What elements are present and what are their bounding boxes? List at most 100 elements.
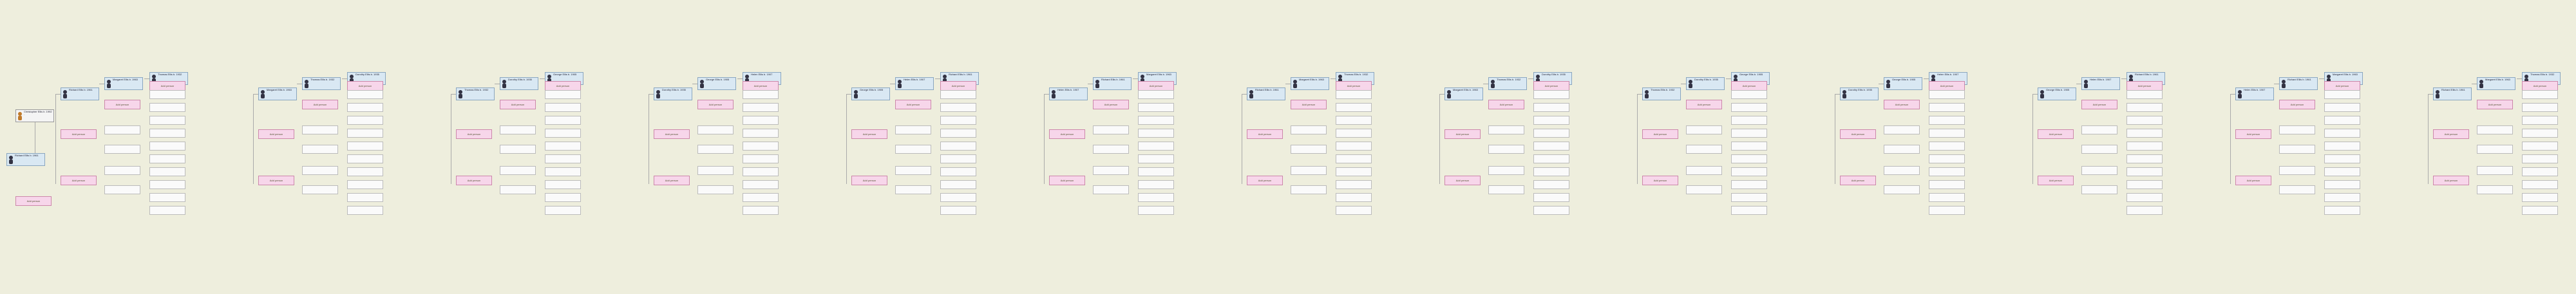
add-person-button[interactable]: Add person — [1642, 176, 1678, 185]
person-card[interactable]: Dorothy Ellis b. 1935 — [654, 87, 692, 100]
person-card[interactable]: George Ellis b. 1905 — [697, 77, 736, 90]
root-person-card[interactable]: Christopher Ellis b. 1992 · — [15, 109, 54, 122]
person-card[interactable]: Margaret Ellis b. 1963 — [2477, 77, 2515, 90]
empty-slot[interactable] — [545, 180, 581, 189]
person-card[interactable]: Richard Ellis b. 1961 — [2279, 77, 2318, 90]
add-person-button[interactable]: Add person — [500, 100, 536, 109]
empty-slot[interactable] — [1533, 167, 1569, 176]
add-person-button[interactable]: Add person — [2038, 129, 2074, 139]
empty-slot[interactable] — [2324, 103, 2360, 112]
empty-slot[interactable] — [302, 185, 338, 194]
empty-slot[interactable] — [149, 103, 185, 112]
add-person-button[interactable]: Add person — [2433, 129, 2469, 139]
add-person-button[interactable]: Add person — [1488, 100, 1524, 109]
empty-slot[interactable] — [1336, 167, 1372, 176]
empty-slot[interactable] — [1138, 103, 1174, 112]
empty-slot[interactable] — [1138, 154, 1174, 163]
empty-slot[interactable] — [1929, 167, 1965, 176]
empty-slot[interactable] — [1291, 166, 1327, 175]
empty-slot[interactable] — [500, 145, 536, 154]
empty-slot[interactable] — [697, 125, 734, 134]
person-card[interactable]: Helen Ellis b. 1907 — [2235, 87, 2274, 100]
empty-slot[interactable] — [347, 193, 383, 202]
person-card[interactable]: Margaret Ellis b. 1963 — [1291, 77, 1329, 90]
empty-slot[interactable] — [1731, 116, 1767, 125]
empty-slot[interactable] — [697, 185, 734, 194]
empty-slot[interactable] — [1929, 103, 1965, 112]
add-person-button[interactable]: Add person — [654, 176, 690, 185]
empty-slot[interactable] — [895, 125, 931, 134]
empty-slot[interactable] — [1488, 125, 1524, 134]
empty-slot[interactable] — [347, 180, 383, 189]
empty-slot[interactable] — [940, 142, 976, 151]
empty-slot[interactable] — [1929, 116, 1965, 125]
empty-slot[interactable] — [545, 129, 581, 138]
person-card[interactable]: Richard Ellis b. 1961 — [1093, 77, 1132, 90]
empty-slot[interactable] — [149, 142, 185, 151]
empty-slot[interactable] — [2324, 142, 2360, 151]
add-person-button[interactable]: Add person — [1444, 129, 1481, 139]
empty-slot[interactable] — [1533, 193, 1569, 202]
empty-slot[interactable] — [2126, 154, 2163, 163]
empty-slot[interactable] — [1884, 145, 1920, 154]
empty-slot[interactable] — [2126, 142, 2163, 151]
empty-slot[interactable] — [500, 185, 536, 194]
empty-slot[interactable] — [545, 206, 581, 215]
empty-slot[interactable] — [500, 125, 536, 134]
empty-slot[interactable] — [1533, 90, 1569, 99]
empty-slot[interactable] — [545, 167, 581, 176]
add-person-button[interactable]: Add person — [1093, 100, 1129, 109]
empty-slot[interactable] — [2522, 180, 2558, 189]
add-person-button[interactable]: Add person — [2038, 176, 2074, 185]
empty-slot[interactable] — [347, 103, 383, 112]
empty-slot[interactable] — [2126, 116, 2163, 125]
empty-slot[interactable] — [149, 129, 185, 138]
add-person-button[interactable]: Add person — [61, 176, 97, 185]
person-card[interactable]: George Ellis b. 1905 — [851, 87, 890, 100]
empty-slot[interactable] — [1336, 193, 1372, 202]
empty-slot[interactable] — [940, 116, 976, 125]
add-person-button[interactable]: Add person — [456, 129, 492, 139]
empty-slot[interactable] — [545, 116, 581, 125]
add-person-button[interactable]: Add person — [1929, 81, 1965, 91]
add-person-button[interactable]: Add person — [851, 176, 887, 185]
add-person-button[interactable]: Add person — [1884, 100, 1920, 109]
person-card[interactable]: Thomas Ellis b. 1932 — [302, 77, 341, 90]
empty-slot[interactable] — [940, 129, 976, 138]
empty-slot[interactable] — [1138, 142, 1174, 151]
empty-slot[interactable] — [104, 166, 140, 175]
person-card[interactable]: Helen Ellis b. 1907 — [2081, 77, 2120, 90]
empty-slot[interactable] — [2522, 129, 2558, 138]
empty-slot[interactable] — [1929, 90, 1965, 99]
empty-slot[interactable] — [545, 90, 581, 99]
add-person-button[interactable]: Add person — [1049, 176, 1085, 185]
add-person-button[interactable]: Add person — [743, 81, 779, 91]
empty-slot[interactable] — [149, 193, 185, 202]
empty-slot[interactable] — [2477, 185, 2513, 194]
empty-slot[interactable] — [1884, 125, 1920, 134]
add-person-button[interactable]: Add person — [895, 100, 931, 109]
person-card[interactable]: Richard Ellis b. 1961 — [61, 87, 99, 100]
empty-slot[interactable] — [2522, 103, 2558, 112]
empty-slot[interactable] — [1884, 166, 1920, 175]
empty-slot[interactable] — [1533, 103, 1569, 112]
empty-slot[interactable] — [2477, 166, 2513, 175]
empty-slot[interactable] — [895, 145, 931, 154]
empty-slot[interactable] — [545, 193, 581, 202]
empty-slot[interactable] — [1686, 185, 1722, 194]
empty-slot[interactable] — [940, 193, 976, 202]
add-person-button[interactable]: Add person — [940, 81, 976, 91]
empty-slot[interactable] — [1093, 125, 1129, 134]
empty-slot[interactable] — [743, 193, 779, 202]
add-person-button[interactable]: Add person — [1138, 81, 1174, 91]
add-person-button[interactable]: Add person — [61, 129, 97, 139]
empty-slot[interactable] — [2126, 90, 2163, 99]
person-card[interactable]: Thomas Ellis b. 1932 — [1488, 77, 1527, 90]
empty-slot[interactable] — [2126, 206, 2163, 215]
empty-slot[interactable] — [2279, 125, 2315, 134]
empty-slot[interactable] — [545, 154, 581, 163]
empty-slot[interactable] — [2126, 129, 2163, 138]
empty-slot[interactable] — [1093, 166, 1129, 175]
add-person-button[interactable]: Add person — [1840, 176, 1876, 185]
add-person-button[interactable]: Add person — [2081, 100, 2117, 109]
